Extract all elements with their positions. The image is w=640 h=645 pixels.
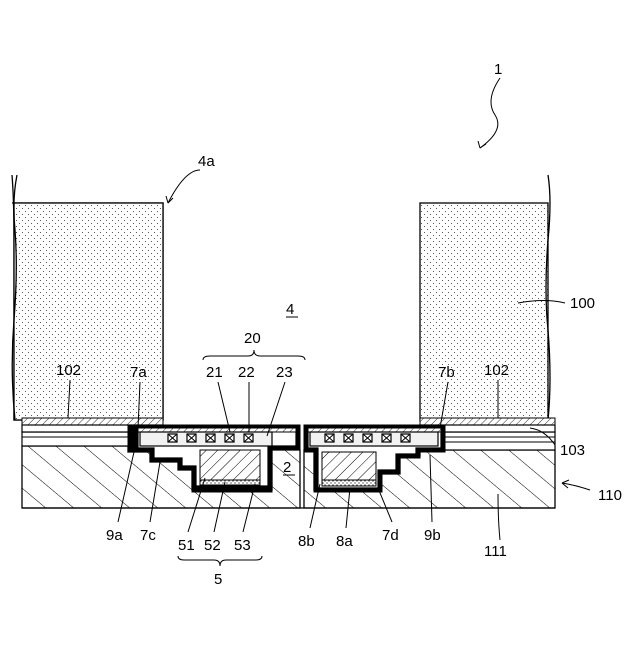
label-4: 4	[286, 301, 294, 318]
label-4a: 4a	[198, 153, 215, 170]
label-100: 100	[570, 295, 595, 312]
label-20: 20	[244, 330, 261, 347]
label-9b: 9b	[424, 527, 441, 544]
label-23: 23	[276, 364, 293, 381]
label-1: 1	[494, 61, 502, 78]
label-102-left: 102	[56, 362, 81, 379]
label-8b: 8b	[298, 533, 315, 550]
label-8a: 8a	[336, 533, 353, 550]
label-21: 21	[206, 364, 223, 381]
label-7c: 7c	[140, 527, 156, 544]
label-52: 52	[204, 537, 221, 554]
right-mold-block	[420, 175, 555, 432]
label-5: 5	[214, 571, 222, 588]
label-111: 111	[484, 543, 507, 560]
label-7d: 7d	[382, 527, 399, 544]
label-2: 2	[283, 459, 291, 476]
label-22: 22	[238, 364, 255, 381]
label-103: 103	[560, 442, 585, 459]
label-102-right: 102	[484, 362, 509, 379]
substrate-110	[22, 446, 555, 508]
label-53: 53	[234, 537, 251, 554]
left-mold-block	[12, 175, 163, 432]
label-9a: 9a	[106, 527, 123, 544]
label-110: 110	[598, 487, 622, 504]
label-7b: 7b	[438, 364, 455, 381]
label-51: 51	[178, 537, 195, 554]
label-7a: 7a	[130, 364, 147, 381]
